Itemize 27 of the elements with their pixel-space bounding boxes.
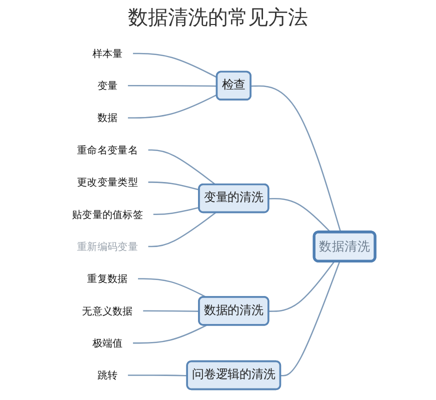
connector [250, 85, 341, 233]
node-text: 极端值 [92, 337, 122, 349]
connector [280, 261, 340, 376]
node-text: 跳转 [96, 369, 118, 382]
connector [127, 94, 217, 118]
diagram-title: 数据清洗的常见方法 [127, 4, 309, 31]
connector [142, 310, 199, 312]
connector [152, 206, 200, 215]
node-text: 变量 [96, 80, 118, 92]
connector [268, 261, 334, 312]
connector [132, 52, 218, 78]
node-text: 重新编码变量 [76, 240, 138, 252]
node-text: 数据 [96, 112, 118, 124]
node-text: 无意义数据 [82, 304, 132, 317]
node-text: 更改变量类型 [76, 176, 138, 188]
connector [148, 149, 216, 186]
connector [132, 324, 206, 344]
connector [268, 198, 331, 233]
node-text: 样本量 [92, 48, 122, 60]
node-text: 重复数据 [86, 272, 128, 285]
connector [148, 212, 216, 248]
connector [127, 374, 188, 376]
node-text: 重命名变量名 [76, 144, 138, 156]
connector [127, 85, 217, 87]
node-text: 贴变量的值标签 [72, 208, 143, 220]
connector [148, 182, 200, 191]
connector [138, 278, 206, 298]
